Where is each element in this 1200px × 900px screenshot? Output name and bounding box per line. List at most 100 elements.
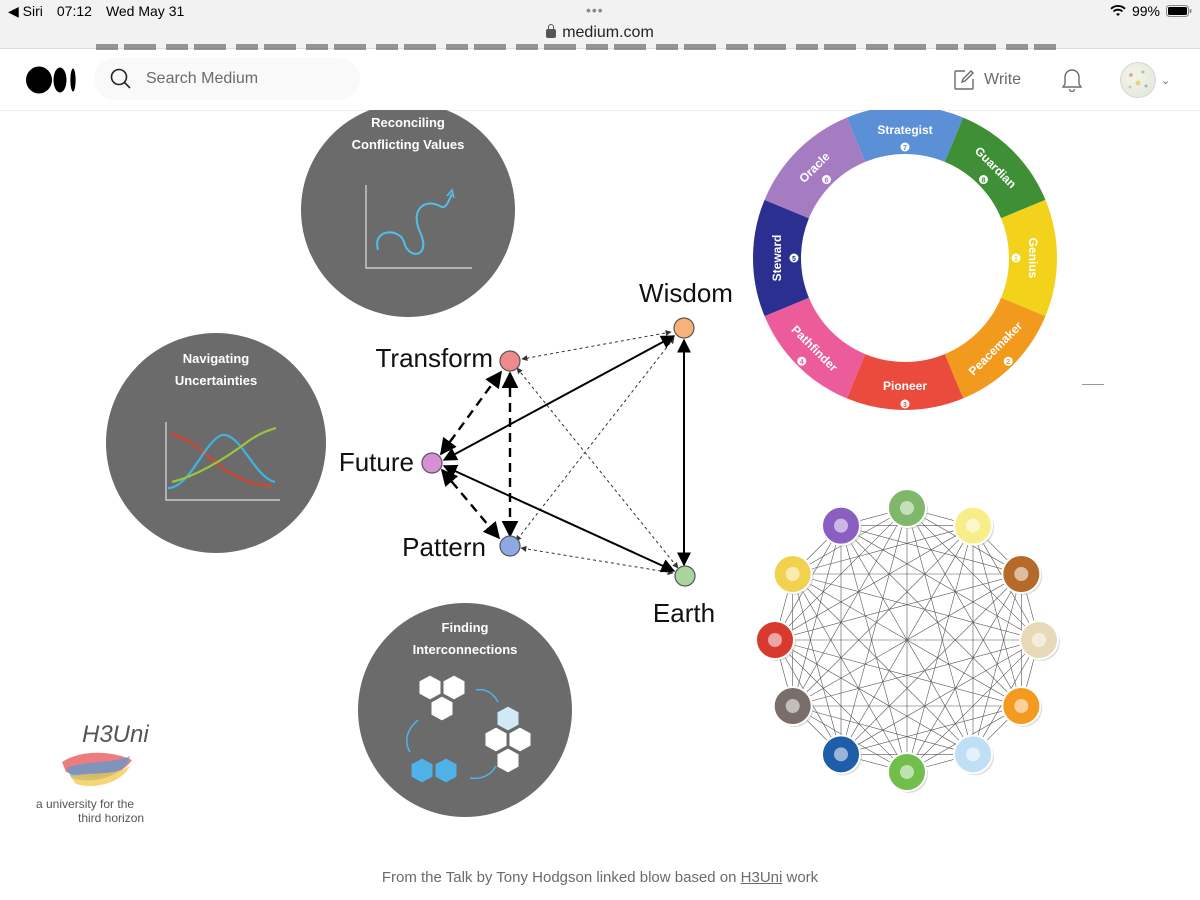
wheel-number-1: 1 <box>1014 256 1018 263</box>
circle3-title-line2: Interconnections <box>413 642 518 657</box>
medium-logo-icon[interactable] <box>26 66 78 94</box>
search-bar[interactable]: Search Medium <box>94 58 360 100</box>
circle1-title-line1: Reconciling <box>371 115 445 130</box>
wifi-icon <box>1110 5 1126 16</box>
network-edge <box>906 525 974 773</box>
wheel-segment-strategist <box>846 106 964 162</box>
network-edge <box>906 507 974 755</box>
h3uni-logo-mark: H3Uni <box>82 721 149 748</box>
write-label: Write <box>984 71 1022 88</box>
icon-node-glyph <box>768 633 782 647</box>
wheel-number-badge <box>822 175 832 185</box>
battery-percent: 99% <box>1131 3 1160 19</box>
icon-node-glyph <box>966 518 980 533</box>
wheel-number-4: 4 <box>800 359 804 366</box>
network-edge <box>792 573 1040 641</box>
status-time: 07:12 <box>56 3 92 19</box>
label-future: Future <box>339 447 414 477</box>
wheel-number-6: 6 <box>825 178 829 185</box>
node-transform <box>499 350 521 372</box>
icon-node-glyph <box>1014 567 1029 581</box>
ios-status-bar: ◀ Siri 07:12 Wed May 31 ••• 99% <box>0 0 1200 24</box>
wheel-number-badge <box>900 142 910 152</box>
network-edge <box>792 639 1040 707</box>
lock-icon <box>546 24 557 38</box>
write-icon <box>954 70 974 90</box>
medium-header: Search Medium Write ⌄ <box>0 48 1200 111</box>
icon-node-glyph <box>834 747 848 762</box>
icon-node-glyph <box>785 567 800 581</box>
icon-node-glyph <box>900 765 914 779</box>
wheel-number-badge <box>900 399 910 409</box>
icon-node-glyph <box>785 699 800 713</box>
search-placeholder: Search Medium <box>146 70 259 87</box>
network-edge <box>792 573 908 773</box>
node-network-diagram: Wisdom Transform Future Pattern Earth <box>339 278 733 628</box>
wheel-label-strategist: Strategist <box>877 123 932 137</box>
label-transform: Transform <box>376 343 494 373</box>
wheel-number-badge <box>1011 253 1021 263</box>
network-edge <box>792 573 974 755</box>
network-edge <box>792 573 842 755</box>
h3uni-link[interactable]: H3Uni <box>740 869 783 886</box>
circle1-title-line2: Conflicting Values <box>352 137 465 152</box>
write-button[interactable]: Write <box>952 68 1021 92</box>
network-edge <box>840 525 1040 641</box>
icon-node-glyph <box>1032 633 1046 647</box>
icon-node-glyph <box>1014 699 1029 713</box>
node-wisdom <box>673 317 695 339</box>
caption-suffix: work <box>782 869 819 886</box>
search-icon <box>110 68 131 89</box>
network-edge <box>840 573 1022 755</box>
node-future <box>421 452 443 474</box>
node-earth <box>674 565 696 587</box>
scrolled-article-title <box>96 44 1056 50</box>
caption-prefix: From the Talk by Tony Hodgson linked blo… <box>381 869 741 886</box>
wheel-number-badge <box>1003 356 1013 366</box>
network-edge <box>792 525 842 707</box>
wheel-segment-guardian <box>944 117 1046 219</box>
notifications-bell-icon[interactable] <box>1060 66 1084 92</box>
label-earth: Earth <box>653 598 715 628</box>
network-edge <box>840 507 908 755</box>
side-divider <box>1082 384 1104 385</box>
icon-node-glyph <box>900 501 914 515</box>
url-domain: medium.com <box>562 24 654 41</box>
label-wisdom: Wisdom <box>639 278 733 308</box>
wheel-number-2: 2 <box>1006 359 1010 366</box>
wheel-number-badge <box>789 253 799 263</box>
figure-image: Reconciling Conflicting Values Navigatin… <box>36 106 1060 825</box>
wheel-number-5: 5 <box>792 256 796 263</box>
network-edge <box>774 639 974 755</box>
wheel-segment-genius <box>1001 199 1057 317</box>
multitasking-dots-icon[interactable]: ••• <box>586 2 604 18</box>
icon-network-edges <box>774 507 1040 773</box>
h3uni-tagline-line2: third horizon <box>78 811 144 825</box>
wheel-label-pioneer: Pioneer <box>883 379 927 393</box>
article-figure: Reconciling Conflicting Values Navigatin… <box>0 106 1200 830</box>
network-edge <box>774 639 1022 707</box>
network-edge <box>792 525 974 707</box>
wheel-segment-pioneer <box>846 354 964 410</box>
wheel-number-badge <box>978 175 988 185</box>
h3uni-logo: H3Uni a university for the third horizon <box>36 721 149 825</box>
reconciling-values-circle: Reconciling Conflicting Values <box>301 110 515 317</box>
network-edge <box>774 573 1022 641</box>
chevron-down-icon[interactable]: ⌄ <box>1161 75 1171 87</box>
wheel-number-badge <box>797 356 807 366</box>
network-edge <box>840 525 974 755</box>
finding-interconnections-circle: Finding Interconnections <box>358 603 572 817</box>
user-avatar[interactable] <box>1120 62 1156 98</box>
circle3-title-line1: Finding <box>442 620 489 635</box>
wheel-label-genius: Genius <box>1026 238 1040 279</box>
navigating-uncertainties-circle: Navigating Uncertainties <box>106 333 326 553</box>
wheel-segment-steward <box>753 199 809 317</box>
wheel-label-steward: Steward <box>770 235 784 282</box>
wheel-segment-oracle <box>764 117 866 219</box>
network-edge <box>840 525 1022 707</box>
label-pattern: Pattern <box>402 532 486 562</box>
h3uni-tagline-line1: a university for the <box>36 797 134 811</box>
circle2-title-line1: Navigating <box>183 351 250 366</box>
node-pattern <box>499 535 521 557</box>
back-to-siri-link[interactable]: ◀ Siri <box>8 3 43 19</box>
